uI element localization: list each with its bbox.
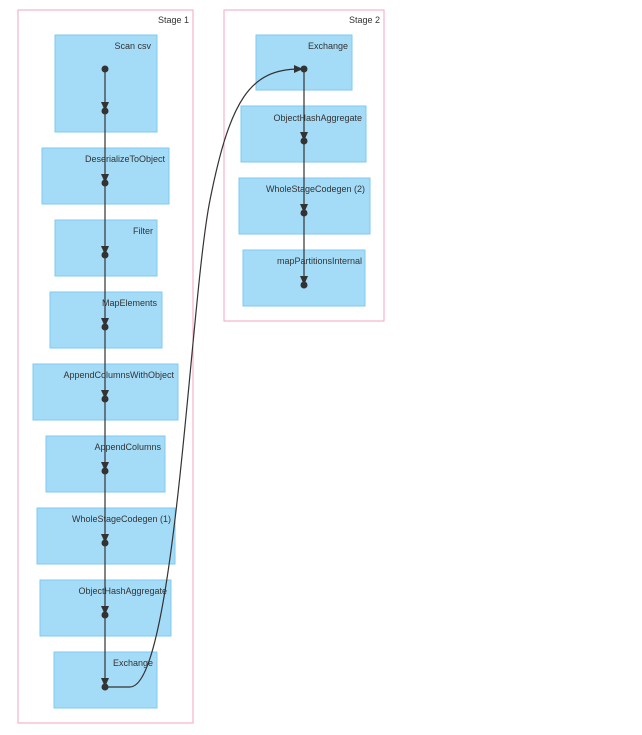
arrowhead: [101, 246, 109, 255]
node-label: WholeStageCodegen (2): [266, 184, 365, 194]
cross-stage-edge: [105, 68, 301, 688]
arrowhead: [101, 318, 109, 327]
node-dot: [300, 65, 308, 73]
arrowhead: [101, 534, 109, 543]
node-dot: [101, 251, 109, 259]
arrowhead: [101, 390, 109, 399]
edges: [101, 65, 308, 691]
arrowhead: [101, 606, 109, 615]
node-dot: [101, 323, 109, 331]
node-scan-csv[interactable]: Scan csv: [54, 34, 158, 133]
node-label: ObjectHashAggregate: [78, 586, 167, 596]
arrowhead: [294, 65, 303, 73]
node-label: MapElements: [102, 298, 158, 308]
node-dot: [300, 281, 308, 289]
stage-2-label: Stage 2: [349, 15, 380, 25]
arrowhead: [300, 132, 308, 141]
node-label: DeserializeToObject: [85, 154, 166, 164]
node-dot: [101, 65, 109, 73]
node-dot: [101, 539, 109, 547]
node-dot: [101, 467, 109, 475]
node-label: AppendColumns: [94, 442, 161, 452]
node-label: Filter: [133, 226, 153, 236]
node-dot: [101, 107, 109, 115]
arrowhead: [101, 174, 109, 183]
node-label: WholeStageCodegen (1): [72, 514, 171, 524]
node-dot: [101, 395, 109, 403]
node-dot: [101, 611, 109, 619]
stage-1-label: Stage 1: [158, 15, 189, 25]
node-label: AppendColumnsWithObject: [63, 370, 174, 380]
arrowhead: [101, 102, 109, 111]
node-label: mapPartitionsInternal: [277, 256, 362, 266]
arrowhead: [300, 204, 308, 213]
node-label: ObjectHashAggregate: [273, 113, 362, 123]
node-dot: [300, 209, 308, 217]
node-dot: [101, 683, 109, 691]
arrowhead: [101, 678, 109, 687]
node-dot: [300, 137, 308, 145]
node-label: Scan csv: [114, 41, 151, 51]
node-dot: [101, 179, 109, 187]
node-label: Exchange: [113, 658, 153, 668]
node-label: Exchange: [308, 41, 348, 51]
node-whole-stage-codegen-1[interactable]: WholeStageCodegen (1): [36, 507, 176, 565]
arrowhead: [300, 276, 308, 285]
arrowhead: [101, 462, 109, 471]
